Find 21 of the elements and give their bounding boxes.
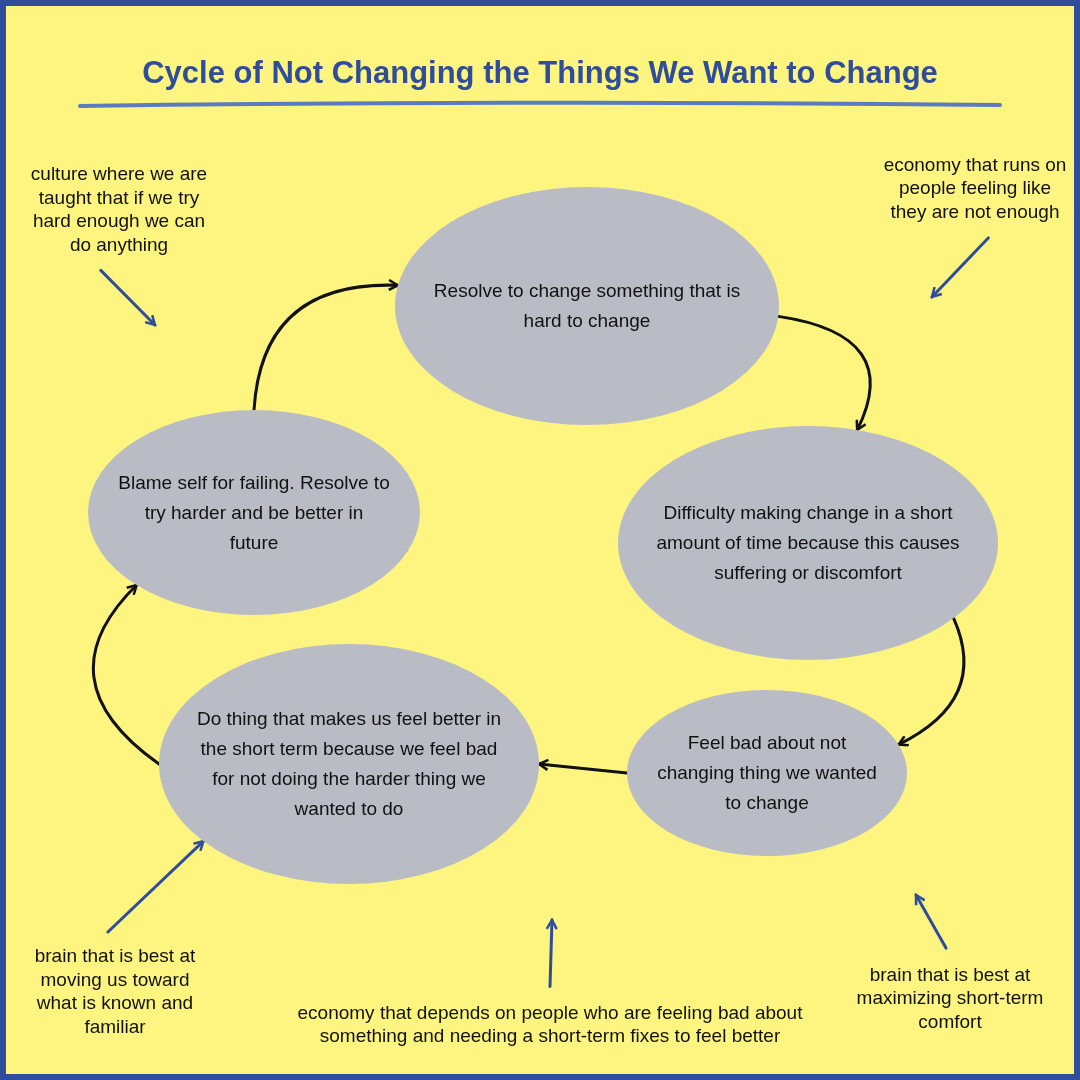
- influence-note: economy that depends on people who are feeling bad about something and needing a short-term fixes to feel better: [295, 988, 805, 1060]
- influence-note: economy that runs on people feeling like they are not enough: [880, 140, 1070, 236]
- arrow: [545, 918, 558, 989]
- arrow: [99, 268, 157, 327]
- arrow: [776, 314, 872, 432]
- cycle-ellipse: Resolve to change something that is hard to change: [395, 187, 779, 425]
- cycle-ellipse: Feel bad about not changing thing we wanted to change: [627, 690, 907, 856]
- cycle-ellipse: Blame self for failing. Resolve to try harder and be better in future: [88, 410, 420, 615]
- arrow: [106, 839, 205, 934]
- arrow: [914, 893, 948, 950]
- influence-note: culture where we are taught that if we try hard enough we can do anything: [28, 150, 210, 268]
- influence-note: brain that is best at maximizing short-term comfort: [850, 950, 1050, 1046]
- title: Cycle of Not Changing the Things We Want to Change: [141, 54, 939, 92]
- arrow: [930, 236, 990, 299]
- influence-note: brain that is best at moving us toward what is known and familiar: [26, 932, 204, 1050]
- arrow: [897, 616, 966, 747]
- arrow: [252, 279, 400, 412]
- arrow: [537, 758, 629, 775]
- cycle-ellipse: Difficulty making change in a short amount of time because this causes suffering or discomfort: [618, 426, 998, 660]
- cycle-ellipse: Do thing that makes us feel better in the short term because we feel bad for not doing the harder thing we wanted to do: [159, 644, 539, 884]
- arrow: [92, 583, 161, 766]
